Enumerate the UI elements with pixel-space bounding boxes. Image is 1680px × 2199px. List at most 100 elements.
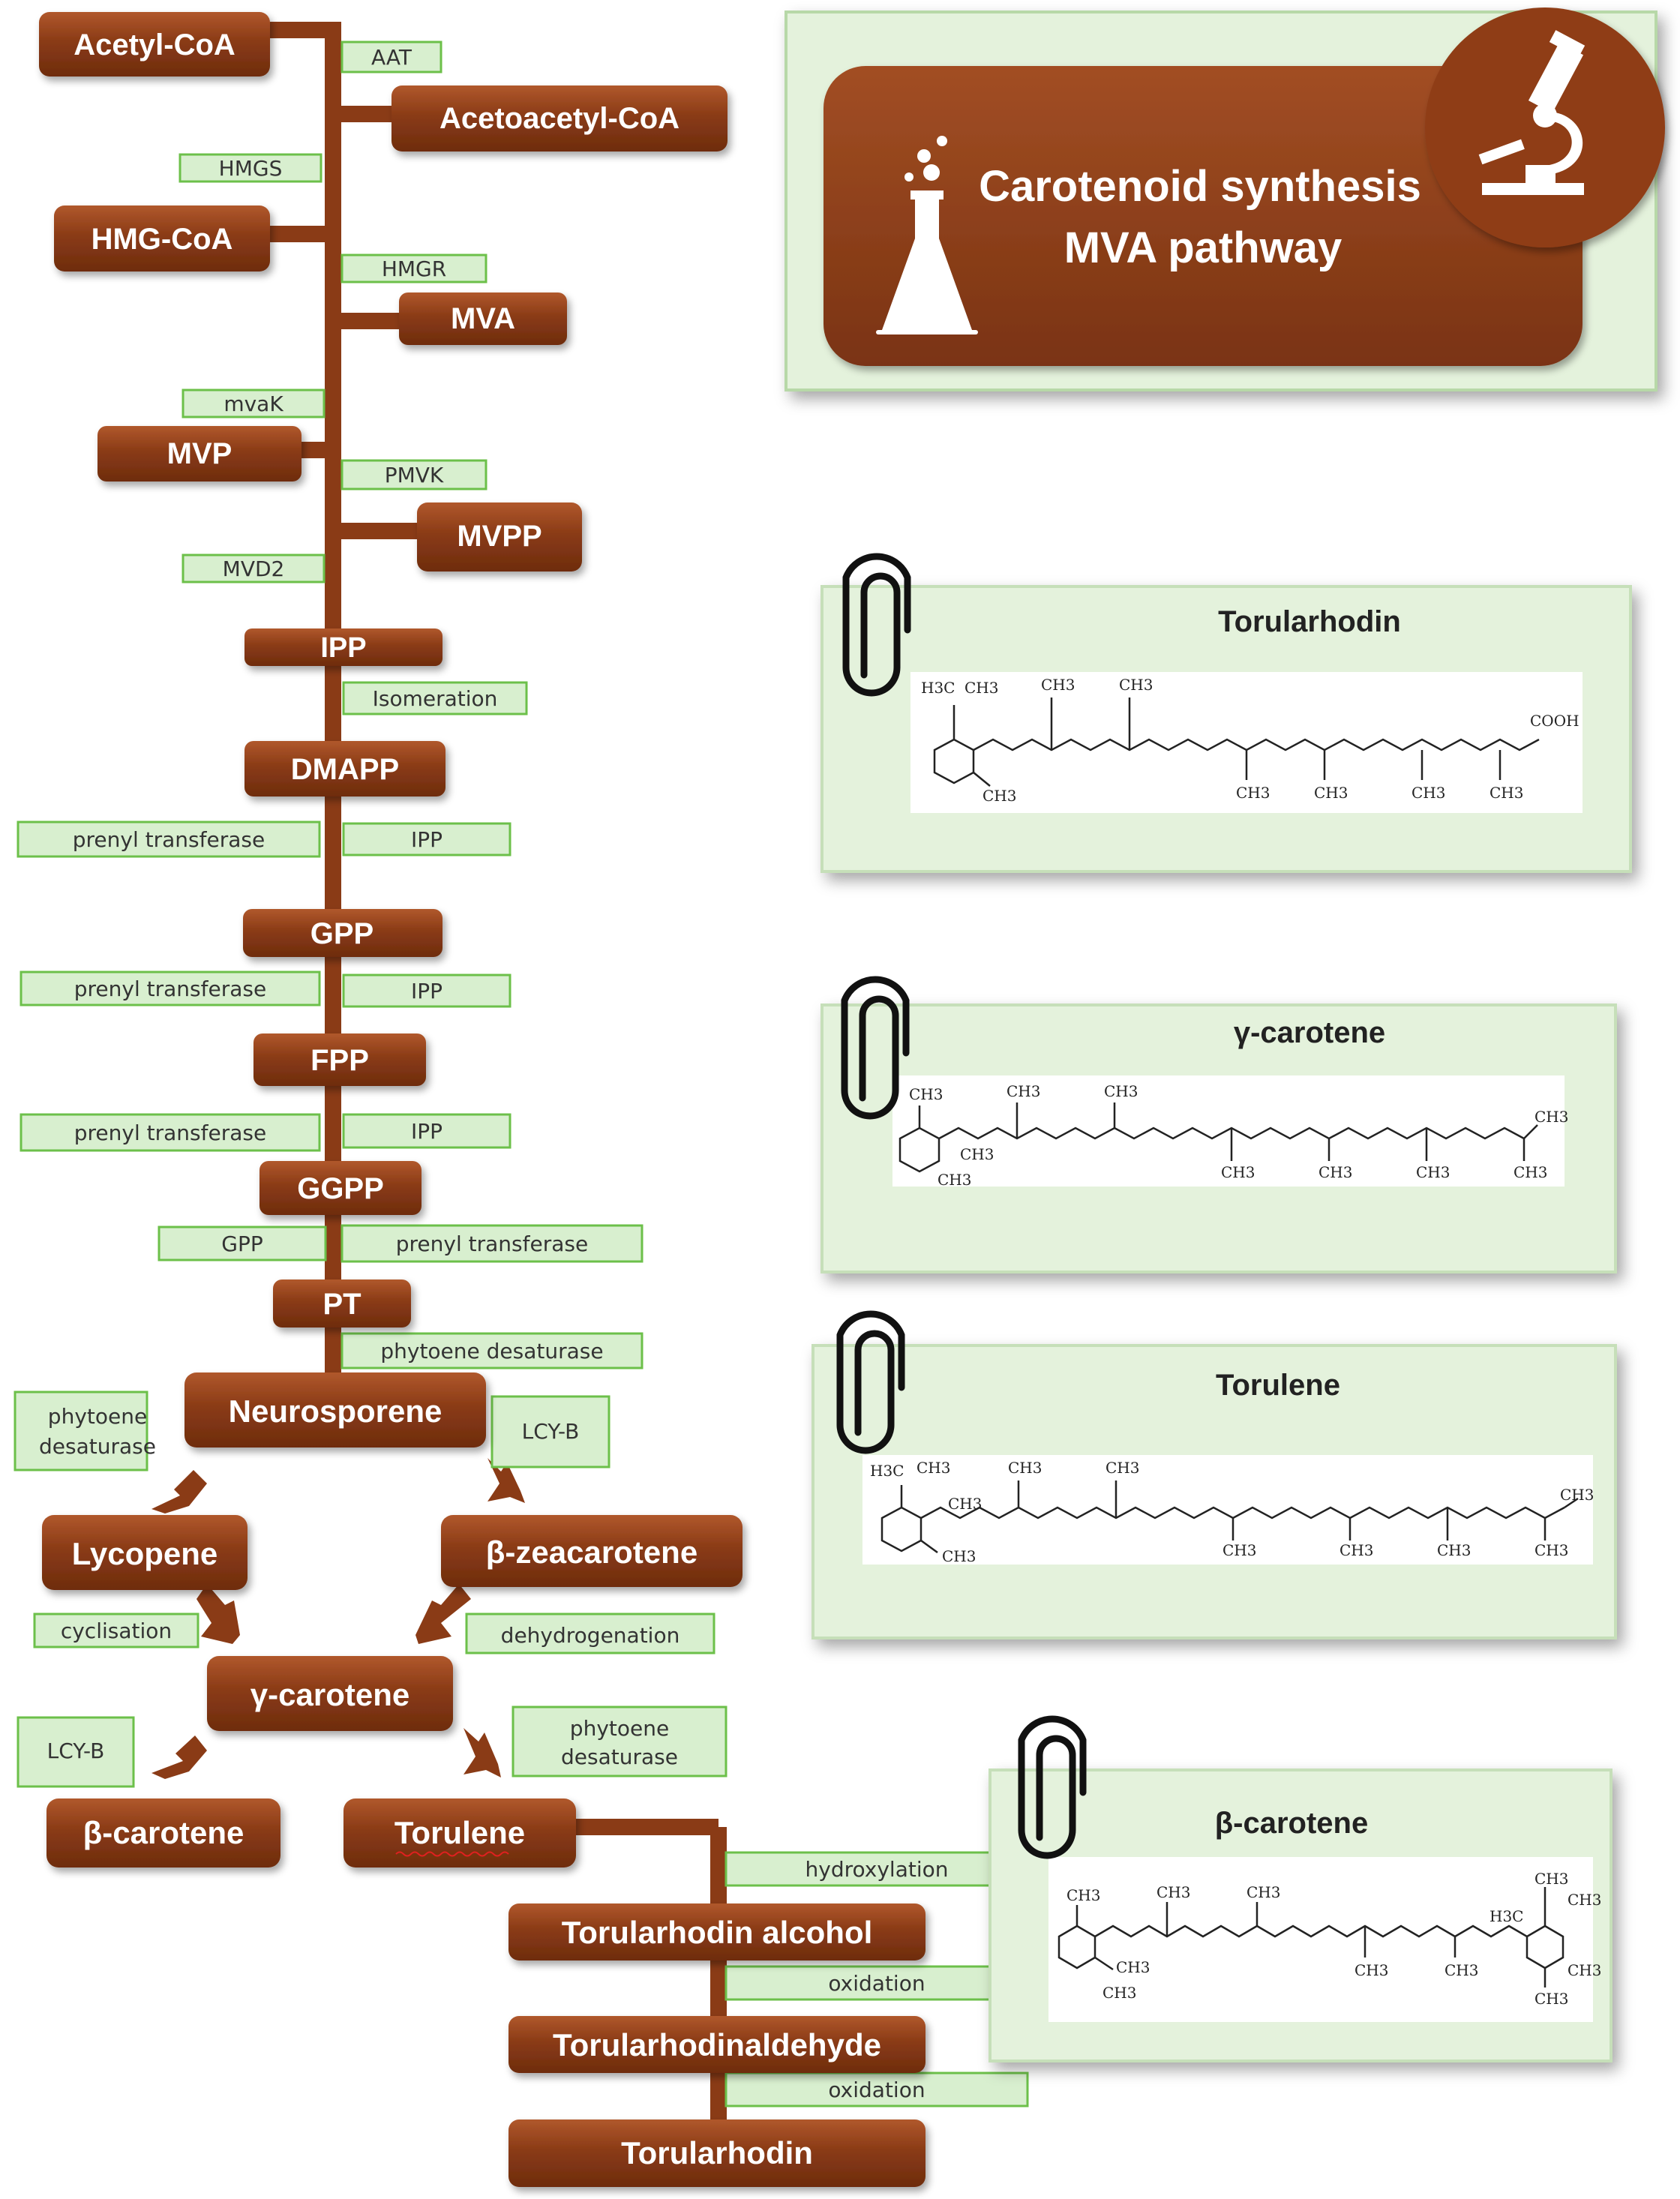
node-torularhodin-label: Torularhodin [621, 2135, 813, 2170]
atom-label: CH3 [1568, 1961, 1601, 1979]
node-gamma-carotene: γ-carotene [207, 1656, 453, 1731]
enzyme-pmvk-label: PMVK [385, 463, 444, 488]
atom-label: CH3 [1340, 1541, 1373, 1559]
enzyme-lcyb-1-label: LCY-B [522, 1419, 580, 1444]
atom-label: CH3 [1006, 1082, 1040, 1100]
enzyme-hydroxylation: hydroxylation [724, 1851, 1029, 1887]
enzyme-hmgs-label: HMGS [219, 156, 283, 181]
atom-label: H3C [870, 1462, 904, 1480]
node-neurosporene: Neurosporene [184, 1372, 486, 1448]
structure-card-torulene: Torulene H3C CH3 CH3 CH3 CH3 CH3 CH3 CH3 [812, 1310, 1617, 1640]
paperclip-icon [1018, 1715, 1087, 1859]
node-beta-zeacarotene-label: β-zeacarotene [486, 1534, 698, 1570]
enzyme-pmvk: PMVK [340, 459, 488, 490]
card-title: β-carotene [1215, 1807, 1368, 1840]
node-dmapp-label: DMAPP [291, 753, 399, 786]
enzyme-ipp-2: IPP [342, 974, 512, 1008]
atom-label: CH3 [1008, 1459, 1042, 1477]
atom-label: H3C [921, 679, 955, 697]
node-beta-zeacarotene: β-zeacarotene [441, 1515, 742, 1587]
atom-label: CH3 [1444, 1961, 1478, 1979]
enzyme-oxidation-1: oxidation [724, 1965, 1029, 2001]
enzyme-dehydrogenation-label: dehydrogenation [501, 1623, 680, 1648]
enzyme-prenyl-3: prenyl transferase [20, 1113, 321, 1152]
spellcheck-underline [395, 1851, 509, 1857]
node-torulene: Torulene [344, 1798, 576, 1868]
enzyme-mvd2-label: MVD2 [223, 556, 285, 581]
molecule-labels: CH3 CH3 CH3 CH3 CH3 CH3 CH3 CH3 CH3 H3C … [1066, 1870, 1601, 2008]
node-beta-carotene-label: β-carotene [83, 1815, 244, 1850]
node-beta-carotene: β-carotene [46, 1798, 280, 1868]
enzyme-oxidation-2-label: oxidation [828, 2078, 925, 2102]
atom-label: CH3 [1437, 1541, 1471, 1559]
atom-label: CH3 [938, 1171, 971, 1189]
enzyme-phytoene-desaturase-3-line2: desaturase [561, 1744, 678, 1769]
structure-image [1048, 1857, 1593, 2022]
node-ggpp: GGPP [260, 1161, 422, 1215]
card-title: γ-carotene [1234, 1016, 1385, 1049]
enzyme-aat-label: AAT [371, 45, 412, 70]
atom-label: CH3 [1534, 1870, 1568, 1888]
atom-label: CH3 [1568, 1891, 1601, 1909]
atom-label: CH3 [1412, 784, 1445, 802]
enzyme-prenyl-2: prenyl transferase [20, 970, 321, 1006]
enzyme-phytoene-desaturase-1: phytoene desaturase [340, 1332, 644, 1370]
atom-label: CH3 [960, 1145, 994, 1163]
atom-label: COOH [1530, 712, 1580, 730]
node-gpp: GPP [243, 909, 442, 957]
node-hmg-coa: HMG-CoA [54, 206, 270, 272]
node-fpp: FPP [254, 1034, 426, 1086]
node-torularhodin-alcohol-label: Torularhodin alcohol [562, 1915, 873, 1950]
molecule-labels: H3C CH3 CH3 CH3 CH3 CH3 CH3 CH3 CH3 CH3 … [870, 1459, 1594, 1565]
enzyme-lcyb-1: LCY-B [490, 1395, 610, 1468]
node-torularhodin: Torularhodin [508, 2120, 926, 2187]
molecule-skeleton [898, 1102, 1538, 1173]
enzyme-ipp-1-label: IPP [411, 827, 442, 852]
atom-label: CH3 [1106, 1459, 1139, 1477]
node-torularhodinaldehyde: Torularhodinaldehyde [508, 2016, 926, 2073]
atom-label: CH3 [1221, 1163, 1255, 1181]
enzyme-oxidation-2: oxidation [724, 2072, 1029, 2108]
atom-label: CH3 [942, 1547, 976, 1565]
atom-label: CH3 [982, 787, 1016, 805]
node-neurosporene-label: Neurosporene [229, 1394, 442, 1429]
node-gpp-label: GPP [310, 917, 374, 950]
node-pt: PT [273, 1280, 411, 1328]
node-mvp: MVP [98, 426, 302, 482]
node-gamma-carotene-label: γ-carotene [250, 1677, 410, 1712]
node-torularhodinaldehyde-label: Torularhodinaldehyde [553, 2027, 881, 2062]
enzyme-gpp-label: GPP [221, 1232, 262, 1256]
enzyme-hmgr-label: HMGR [382, 256, 446, 281]
atom-label: CH3 [1416, 1163, 1450, 1181]
enzyme-dehydrogenation: dehydrogenation [465, 1612, 716, 1654]
molecule-skeleton [880, 1480, 1579, 1554]
node-acetoacetyl-coa-label: Acetoacetyl-CoA [440, 102, 680, 135]
enzyme-phytoene-desaturase-2-line2: desaturase [39, 1434, 156, 1459]
atom-label: CH3 [1102, 1984, 1136, 2002]
atom-label: CH3 [1314, 784, 1348, 802]
enzyme-prenyl-3-label: prenyl transferase [74, 1120, 266, 1145]
node-ggpp-label: GGPP [297, 1172, 384, 1205]
enzyme-hmgr: HMGR [340, 254, 488, 284]
atom-label: CH3 [1066, 1886, 1100, 1904]
enzyme-prenyl-1: prenyl transferase [16, 820, 321, 858]
enzyme-mvak: mvaK [182, 388, 326, 418]
enzyme-aat: AAT [340, 40, 442, 74]
metabolite-nodes: Acetyl-CoA Acetoacetyl-CoA HMG-CoA MVA M… [39, 12, 926, 2187]
atom-label: CH3 [1041, 676, 1075, 694]
paperclip-icon [842, 553, 911, 697]
enzyme-ipp-1: IPP [342, 822, 512, 856]
paperclip-icon [836, 1310, 905, 1454]
paperclip-icon [841, 976, 910, 1120]
structure-card-beta-carotene: β-carotene CH3 CH3 CH3 CH3 CH3 CH3 CH3 C… [988, 1715, 1612, 2062]
header-title-line1: Carotenoid synthesis [979, 162, 1421, 211]
header-panel: Carotenoid synthesis MVA pathway [784, 8, 1665, 392]
node-hmg-coa-label: HMG-CoA [92, 223, 233, 256]
node-dmapp: DMAPP [244, 741, 446, 796]
pathway-trunk [270, 22, 727, 2157]
node-lycopene-label: Lycopene [72, 1536, 218, 1571]
atom-label: CH3 [909, 1085, 943, 1103]
enzyme-phytoene-desaturase-2: phytoene desaturase [14, 1390, 156, 1472]
enzyme-phytoene-desaturase-1-label: phytoene desaturase [380, 1339, 603, 1364]
node-fpp-label: FPP [310, 1044, 369, 1077]
